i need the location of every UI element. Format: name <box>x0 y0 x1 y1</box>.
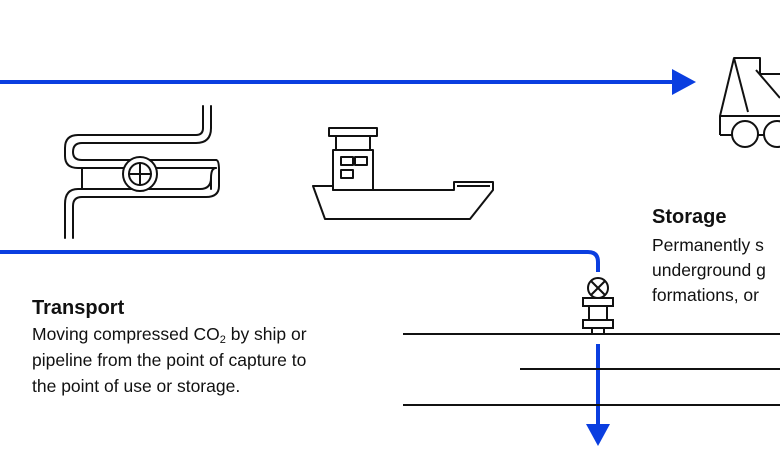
transport-description-line-2: pipeline from the point of capture to <box>32 350 307 370</box>
injection-arrow <box>586 344 610 446</box>
storage-description-line-2: underground g <box>652 260 766 280</box>
transport-heading: Transport <box>32 297 125 319</box>
storage-flow-arrow <box>0 250 600 272</box>
ground-layers <box>403 333 780 406</box>
storage-heading: Storage <box>652 206 727 228</box>
transport-line1-part-b: by ship or <box>225 324 307 344</box>
wellhead-valve-icon <box>582 277 614 334</box>
pipeline-icon <box>64 105 220 239</box>
storage-description-line-1: Permanently s <box>652 235 764 255</box>
storage-description-line-3: formations, or <box>652 285 759 305</box>
ship-icon <box>312 127 494 220</box>
co2-subscript: 2 <box>219 334 226 346</box>
transport-description-line-3: the point of use or storage. <box>32 376 241 396</box>
transport-description-line-1: Moving compressed CO2 by ship or <box>32 321 307 347</box>
top-flow-arrow <box>0 69 696 95</box>
truck-icon <box>719 57 780 148</box>
transport-line1-part-a: Moving compressed CO <box>32 324 220 344</box>
